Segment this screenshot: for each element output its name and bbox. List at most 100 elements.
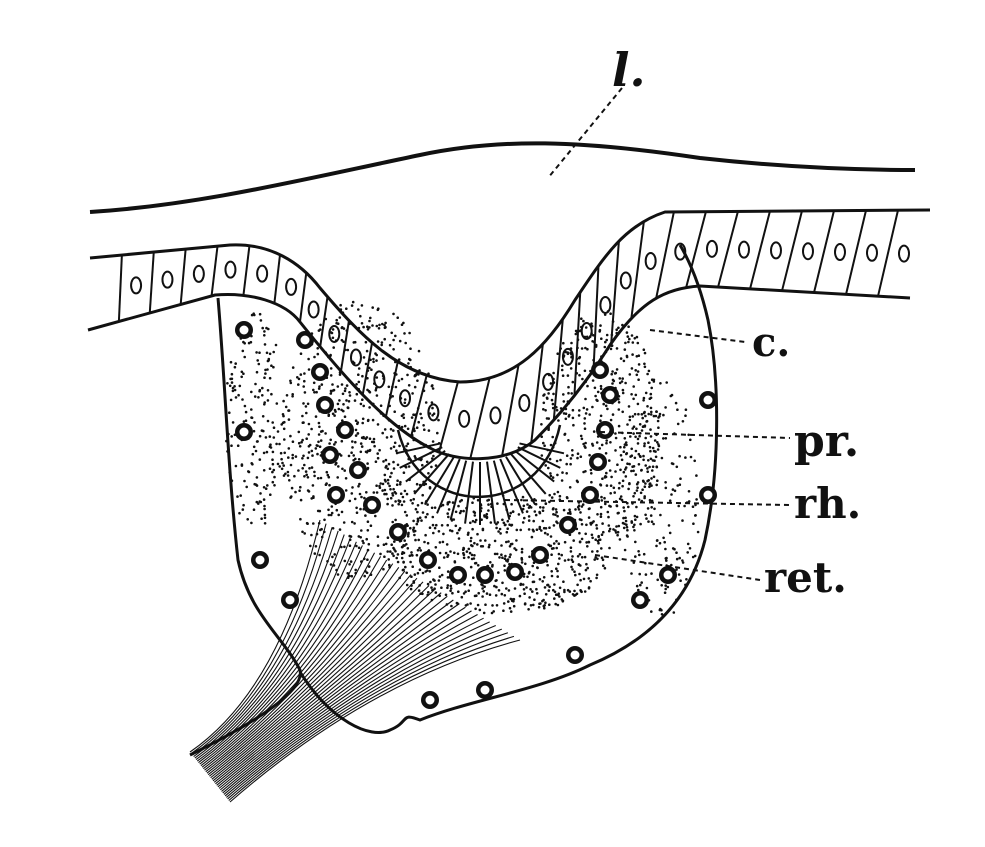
- stipple-dot: [617, 424, 621, 428]
- stipple-dot: [555, 459, 559, 463]
- stipple-dot: [469, 539, 473, 543]
- stipple-dot: [372, 440, 376, 444]
- stipple-dot: [652, 522, 655, 526]
- stipple-dot: [257, 362, 261, 366]
- stipple-dot: [616, 463, 619, 467]
- stipple-dot: [228, 384, 232, 388]
- stipple-dot: [386, 478, 390, 482]
- stipple-dot: [543, 604, 546, 607]
- stipple-dot: [610, 372, 613, 376]
- stipple-dot: [576, 346, 579, 350]
- stipple-dot: [619, 454, 623, 457]
- stipple-dot: [303, 463, 306, 467]
- stipple-dot: [426, 541, 430, 545]
- stipple-dot: [609, 505, 612, 508]
- stipple-dot: [585, 523, 588, 527]
- stipple-dot: [342, 403, 345, 406]
- nerve-fibre: [204, 563, 394, 771]
- stipple-dot: [384, 321, 387, 325]
- stipple-dot: [255, 351, 258, 354]
- stipple-dot: [560, 368, 564, 372]
- stipple-dot: [299, 373, 303, 376]
- nerve-fibre: [222, 617, 484, 794]
- stipple-dot: [462, 509, 465, 513]
- stipple-dot: [441, 540, 445, 544]
- stipple-dot: [414, 507, 418, 511]
- stipple-dot: [339, 303, 342, 307]
- stipple-dot: [595, 527, 599, 530]
- stipple-dot: [451, 591, 454, 595]
- stipple-dot: [299, 352, 303, 356]
- stipple-dot: [392, 445, 396, 449]
- stipple-dot: [533, 598, 536, 601]
- stipple-dot: [605, 439, 608, 442]
- nucleus-inner: [570, 650, 580, 660]
- stipple-dot: [571, 380, 575, 384]
- stipple-dot: [604, 350, 608, 354]
- stipple-dot: [628, 415, 632, 419]
- stipple-dot: [263, 376, 266, 380]
- stipple-dot: [424, 401, 428, 404]
- stipple-dot: [630, 454, 634, 458]
- stipple-dot: [233, 385, 236, 388]
- stipple-dot: [369, 316, 372, 320]
- stipple-dot: [625, 525, 629, 529]
- stipple-dot: [413, 429, 416, 433]
- nerve-fibre: [189, 519, 321, 753]
- stipple-dot: [637, 363, 641, 366]
- nerve-fibre: [211, 585, 430, 780]
- stipple-dot: [505, 530, 509, 534]
- stipple-dot: [592, 358, 595, 362]
- stipple-dot: [471, 519, 475, 523]
- stipple-dot: [493, 552, 497, 556]
- stipple-dot: [664, 481, 667, 484]
- stipple-dot: [556, 569, 559, 573]
- stipple-dot: [595, 576, 598, 580]
- stipple-dot: [273, 484, 276, 487]
- stipple-dot: [310, 449, 314, 453]
- stipple-dot: [313, 474, 316, 478]
- stipple-dot: [282, 427, 286, 431]
- stipple-dot: [476, 603, 480, 607]
- stipple-dot: [329, 331, 333, 334]
- cell-nucleus: [307, 300, 320, 319]
- rod-line: [436, 458, 461, 514]
- stipple-dot: [584, 397, 587, 401]
- stipple-dot: [432, 578, 435, 581]
- stipple-dot: [532, 603, 535, 607]
- stipple-dot: [473, 511, 477, 514]
- stipple-dot: [392, 312, 395, 316]
- stipple-dot: [643, 444, 646, 448]
- stipple-dot: [562, 400, 566, 403]
- stipple-dot: [381, 322, 384, 326]
- stipple-dot: [301, 467, 305, 470]
- stipple-dot: [634, 473, 638, 476]
- stipple-dot: [311, 484, 315, 487]
- stipple-dot: [306, 402, 310, 406]
- stipple-dot: [231, 389, 235, 393]
- stipple-dot: [556, 413, 560, 417]
- nerve-fibre: [227, 632, 509, 800]
- nerve-fibre: [229, 639, 521, 803]
- stipple-dot: [694, 514, 697, 517]
- stipple-dot: [307, 451, 311, 454]
- stipple-dot: [675, 557, 679, 561]
- stipple-dot: [635, 482, 639, 486]
- stipple-dot: [598, 538, 602, 541]
- stipple-dot: [467, 547, 471, 551]
- stipple-dot: [627, 505, 630, 509]
- stipple-dot: [464, 590, 467, 593]
- stipple-dot: [620, 458, 624, 462]
- stipple-dot: [442, 556, 446, 559]
- stipple-dot: [414, 374, 418, 377]
- stipple-dot: [429, 580, 432, 584]
- stipple-dot: [267, 357, 271, 361]
- stipple-dot: [400, 545, 404, 549]
- stipple-dot: [362, 404, 366, 408]
- stipple-dot: [568, 508, 571, 512]
- cell-nucleus: [192, 264, 205, 283]
- stipple-dot: [466, 533, 470, 536]
- stipple-dot: [447, 515, 450, 519]
- stipple-dot: [541, 509, 545, 512]
- stipple-dot: [383, 488, 387, 492]
